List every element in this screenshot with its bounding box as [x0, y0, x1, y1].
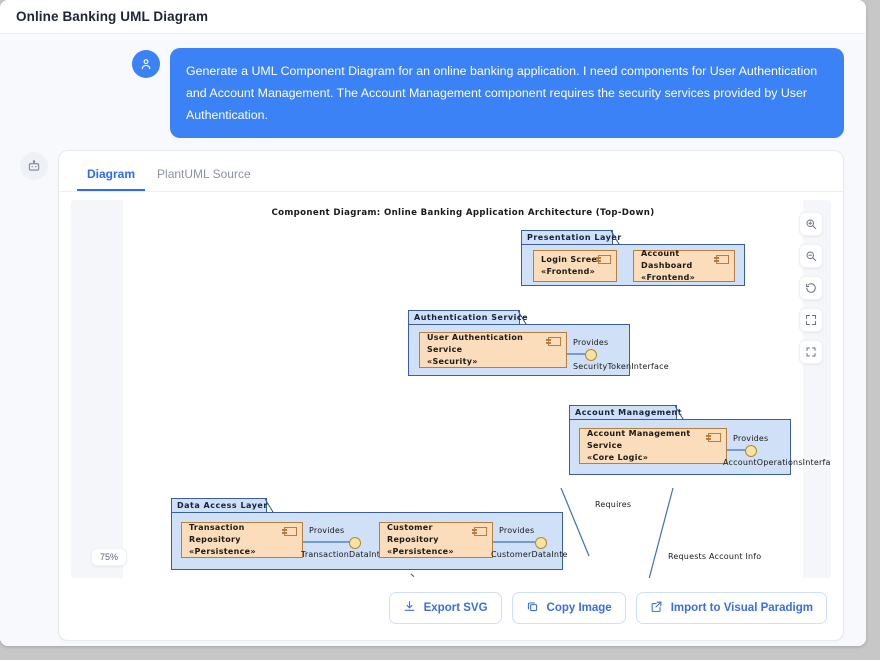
interface-name-account-operations: AccountOperationsInterface — [723, 458, 831, 467]
interface-lollipop-account-operations[interactable] — [745, 445, 757, 457]
interface-connector-account-operations — [727, 449, 745, 451]
interface-lollipop-customer-data[interactable] — [535, 537, 547, 549]
connector-label-requires: Requires — [595, 500, 632, 509]
interface-connector-customer-data — [493, 541, 535, 543]
app-window: Online Banking UML Diagram Generate a UM… — [0, 0, 866, 646]
package-tab-data-access: Data Access Layer — [171, 497, 274, 513]
component-login-screen[interactable]: Login Screen «Frontend» — [533, 250, 617, 282]
component-account-management-service[interactable]: Account Management Service «Core Logic» — [579, 428, 727, 464]
fit-screen-icon[interactable] — [799, 308, 823, 332]
assistant-message-row: Diagram PlantUML Source Component Diagra… — [0, 138, 866, 641]
page-title: Online Banking UML Diagram — [16, 9, 209, 24]
robot-icon — [20, 152, 48, 180]
interface-lollipop-transaction-data[interactable] — [349, 537, 361, 549]
diagram-tool-column — [799, 212, 823, 364]
fullscreen-icon[interactable] — [799, 340, 823, 364]
user-message-bubble: Generate a UML Component Diagram for an … — [170, 48, 844, 138]
diagram-viewport[interactable]: Component Diagram: Online Banking Applic… — [71, 200, 831, 578]
copy-image-button[interactable]: Copy Image — [511, 592, 626, 624]
user-message-row: Generate a UML Component Diagram for an … — [0, 34, 866, 138]
chat-area: Generate a UML Component Diagram for an … — [0, 34, 866, 646]
interface-connector-transaction-data — [303, 541, 349, 543]
import-label: Import to Visual Paradigm — [670, 602, 813, 614]
interface-provides-label-security-token: Provides — [573, 338, 609, 347]
interface-name-security-token: SecurityTokenInterface — [573, 362, 669, 371]
component-glyph-icon — [545, 337, 561, 346]
tab-diagram[interactable]: Diagram — [77, 161, 146, 191]
interface-name-transaction-data: TransactionDataInterface — [301, 550, 407, 559]
import-to-visual-paradigm-button[interactable]: Import to Visual Paradigm — [635, 592, 827, 624]
copy-image-label: Copy Image — [546, 602, 612, 614]
reset-rotate-icon[interactable] — [799, 276, 823, 300]
card-tabs: Diagram PlantUML Source — [59, 151, 843, 192]
component-glyph-icon — [595, 255, 611, 264]
interface-lollipop-security-token[interactable] — [585, 349, 597, 361]
tab-plantuml-source[interactable]: PlantUML Source — [157, 167, 251, 181]
card-actions: Export SVG Copy Image — [59, 578, 843, 640]
title-bar: Online Banking UML Diagram — [0, 0, 866, 34]
interface-provides-label-transaction-data: Provides — [309, 526, 345, 535]
component-customer-repository[interactable]: Customer Repository «Persistence» — [379, 522, 493, 558]
diagram-title: Component Diagram: Online Banking Applic… — [271, 208, 655, 218]
zoom-in-icon[interactable] — [799, 212, 823, 236]
diagram-canvas: Component Diagram: Online Banking Applic… — [123, 200, 831, 578]
component-glyph-icon — [471, 527, 487, 536]
user-icon — [132, 50, 160, 78]
zoom-level-badge[interactable]: 75% — [91, 548, 128, 566]
connector-label-requests-account-info: Requests Account Info — [668, 552, 762, 561]
zoom-out-icon[interactable] — [799, 244, 823, 268]
interface-provides-label-account-operations: Provides — [733, 434, 769, 443]
component-account-dashboard[interactable]: Account Dashboard «Frontend» — [633, 249, 735, 282]
package-tab-authentication: Authentication Service — [408, 309, 528, 325]
interface-connector-security-token — [567, 353, 585, 355]
external-link-icon — [650, 600, 663, 616]
copy-icon — [526, 600, 539, 616]
export-svg-label: Export SVG — [423, 602, 488, 614]
connector-layer — [410, 487, 674, 578]
download-icon — [403, 600, 416, 616]
component-transaction-repository[interactable]: Transaction Repository «Persistence» — [181, 522, 303, 558]
interface-provides-label-customer-data: Provides — [499, 526, 535, 535]
package-tab-presentation: Presentation Layer — [521, 229, 621, 245]
component-user-authentication-service[interactable]: User Authentication Service «Security» — [419, 332, 567, 368]
export-svg-button[interactable]: Export SVG — [388, 592, 502, 624]
diagram-card: Diagram PlantUML Source Component Diagra… — [58, 150, 844, 641]
component-glyph-icon — [281, 527, 297, 536]
interface-name-customer-data: CustomerDataInte — [491, 550, 568, 559]
package-tab-account-management: Account Management — [569, 404, 684, 420]
component-glyph-icon — [705, 433, 721, 442]
component-glyph-icon — [713, 255, 729, 264]
